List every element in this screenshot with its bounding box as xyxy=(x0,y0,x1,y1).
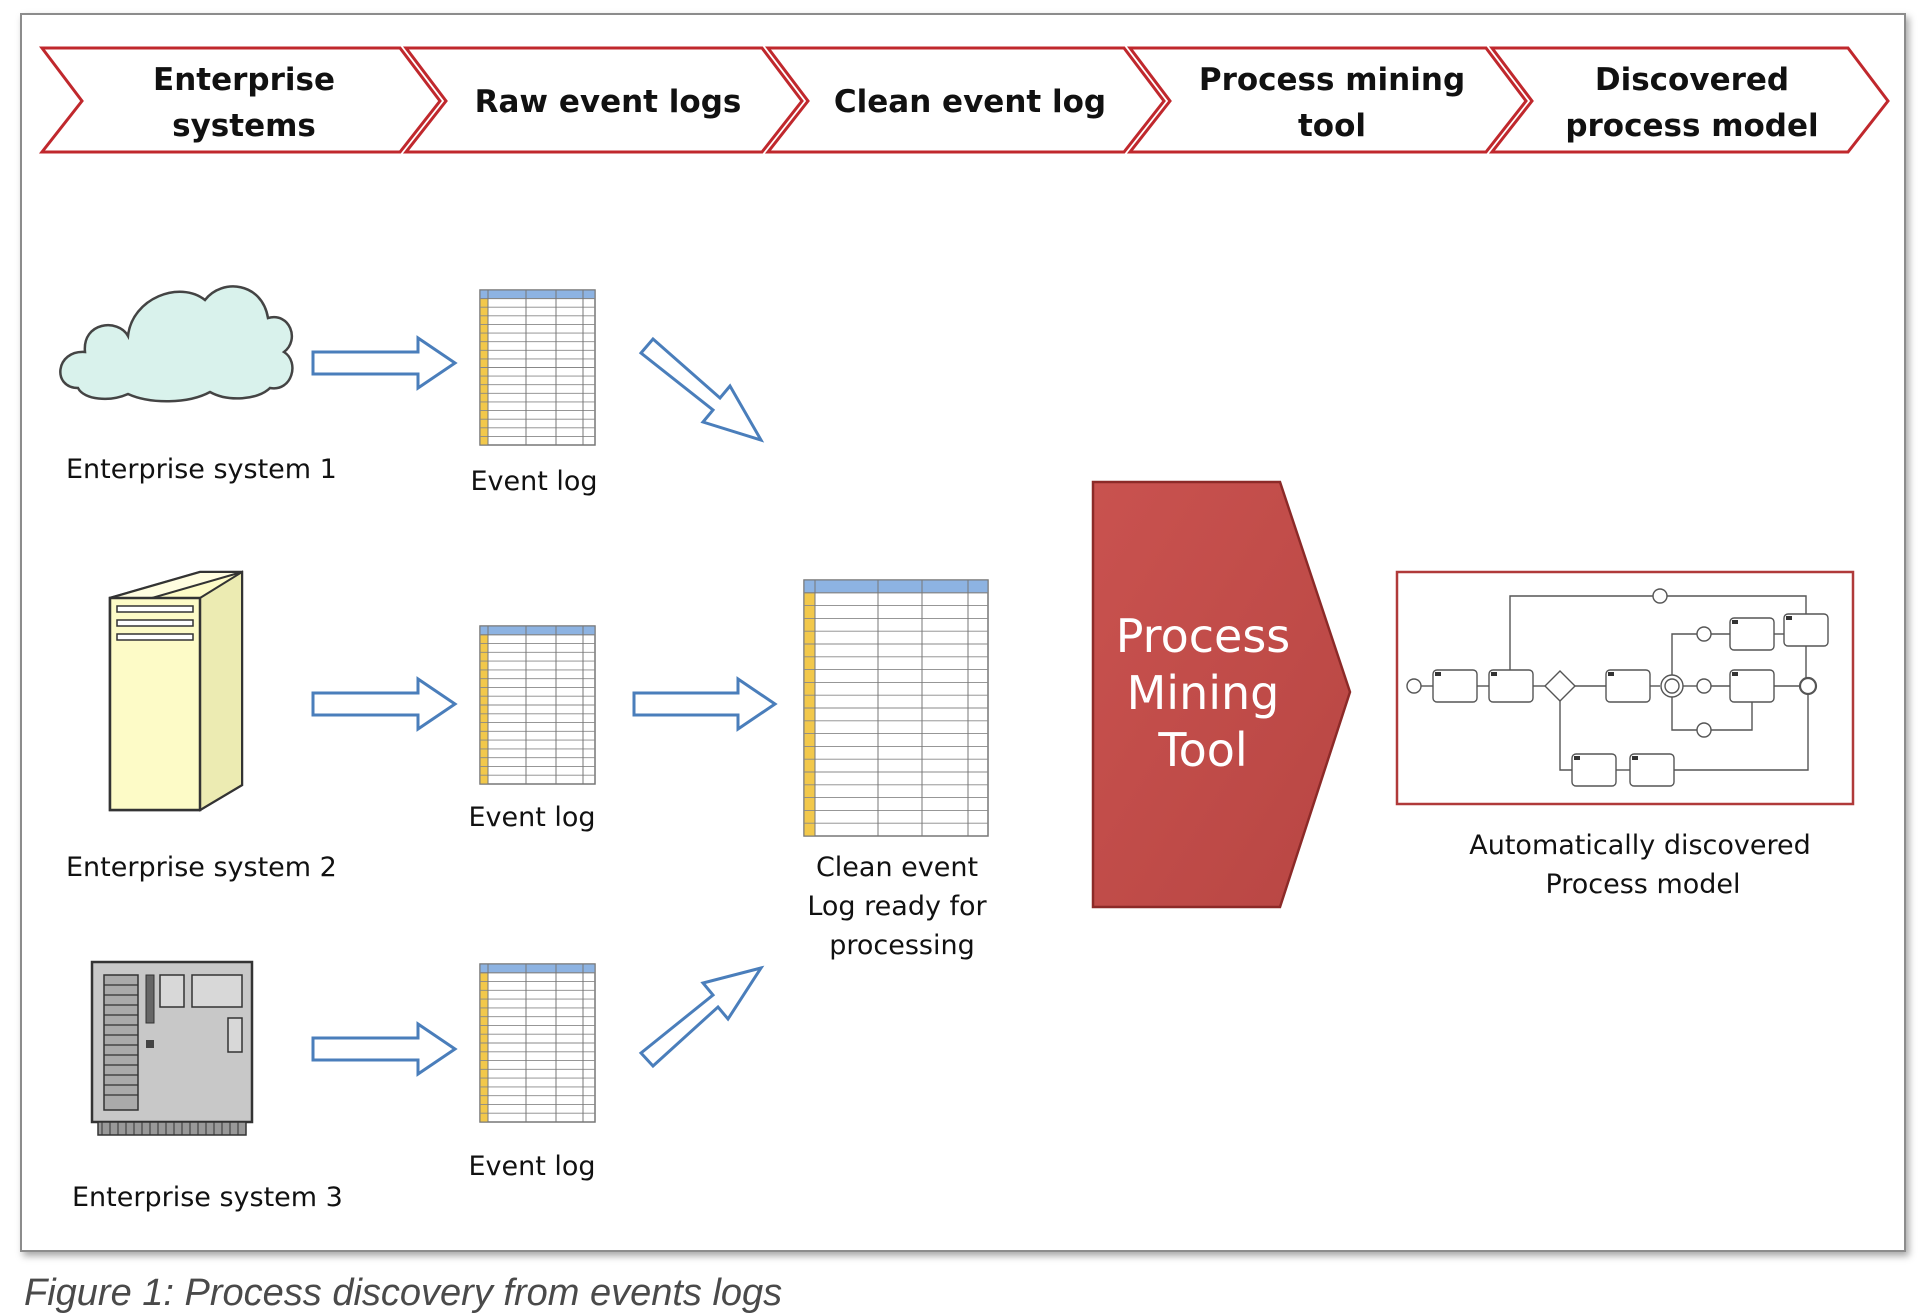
clean-log-line-3: processing xyxy=(829,930,975,961)
event-log-1-label: Event log xyxy=(470,466,597,497)
event-log-2-label: Event log xyxy=(468,802,595,833)
tool-line-3: Tool xyxy=(1157,723,1247,777)
clean-log-line-2: Log ready for xyxy=(807,891,987,922)
process-model-line-2: Process model xyxy=(1545,869,1740,900)
stage-chevron-1: Enterprise systems xyxy=(38,46,442,154)
process-model-thumbnail xyxy=(1395,570,1855,806)
clean-event-log-table xyxy=(803,579,989,837)
process-mining-tool-shape: Process Mining Tool xyxy=(1091,480,1352,909)
stage-4-line-2: tool xyxy=(1298,108,1366,144)
stage-chevron-3: Clean event log xyxy=(764,46,1166,154)
arrow-log3-to-clean-log xyxy=(638,965,765,1069)
arrow-system3-to-log3 xyxy=(311,1021,458,1077)
figure-caption: Figure 1: Process discovery from events … xyxy=(24,1272,783,1314)
clean-log-line-1: Clean event xyxy=(816,852,978,883)
arrow-system1-to-log1 xyxy=(311,335,458,391)
event-log-table-3 xyxy=(479,963,596,1123)
arrow-log2-to-clean-log xyxy=(632,676,778,732)
tool-line-1: Process xyxy=(1116,609,1291,663)
arrow-log1-to-clean-log xyxy=(638,336,765,443)
process-discovery-diagram: Enterprise systems Raw event logs Clean … xyxy=(38,46,1890,1213)
stage-2-line-1: Raw event logs xyxy=(475,84,742,120)
stage-chevron-5: Discovered process model xyxy=(1488,46,1890,154)
tool-line-2: Mining xyxy=(1127,666,1280,720)
stage-5-line-2: process model xyxy=(1565,108,1818,144)
mainframe-icon xyxy=(90,960,254,1136)
event-log-table-1 xyxy=(479,289,596,446)
stage-1-line-2: systems xyxy=(172,108,316,144)
stage-5-line-1: Discovered xyxy=(1595,62,1789,98)
stage-4-line-1: Process mining xyxy=(1199,62,1465,98)
event-log-table-2 xyxy=(479,625,596,785)
system-3-label: Enterprise system 3 xyxy=(72,1182,343,1213)
event-log-3-label: Event log xyxy=(468,1151,595,1182)
system-2-label: Enterprise system 2 xyxy=(66,852,337,883)
stage-chevron-2: Raw event logs xyxy=(402,46,804,154)
process-model-line-1: Automatically discovered xyxy=(1469,830,1811,861)
stage-chevron-4: Process mining tool xyxy=(1126,46,1528,154)
arrow-system2-to-log2 xyxy=(311,676,458,732)
stage-3-line-1: Clean event log xyxy=(834,84,1106,120)
cloud-icon xyxy=(59,285,294,403)
stage-1-line-1: Enterprise xyxy=(153,62,335,98)
stage-chevrons: Enterprise systems Raw event logs Clean … xyxy=(38,46,1890,154)
system-1-label: Enterprise system 1 xyxy=(66,454,337,485)
server-tower-icon xyxy=(108,570,244,812)
